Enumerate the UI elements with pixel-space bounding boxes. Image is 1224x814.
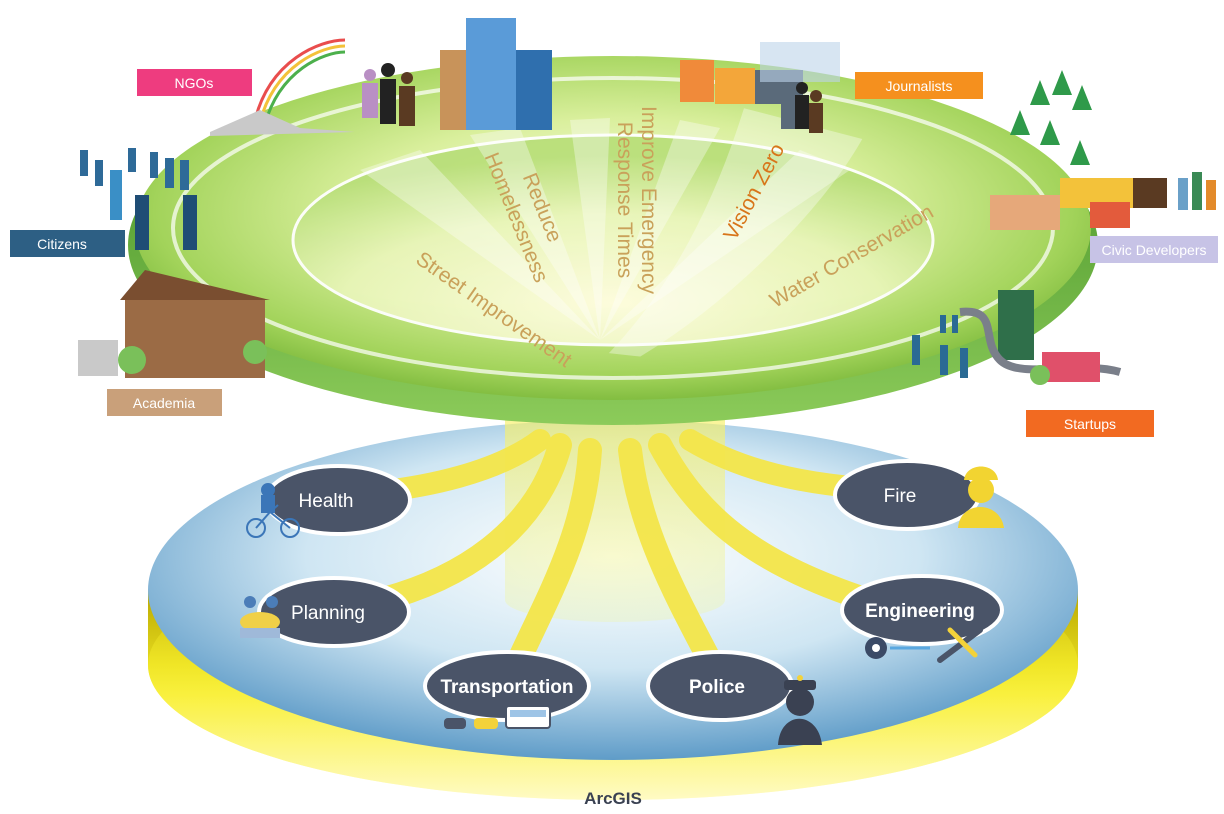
goal-improve-emergency-line1: Improve Emergency — [637, 106, 660, 294]
citizens-people-icon — [80, 148, 197, 250]
light-rays — [360, 118, 850, 340]
people-group-icon — [362, 63, 415, 126]
department-planning-label: Planning — [291, 603, 365, 624]
department-health: Health — [264, 464, 412, 536]
stakeholder-civic-developers: Civic Developers — [1090, 236, 1218, 263]
department-fire-label: Fire — [884, 486, 917, 507]
stakeholder-academia-label: Academia — [133, 395, 195, 411]
platform-label: ArcGIS — [584, 789, 642, 808]
stakeholder-civic-developers-label: Civic Developers — [1101, 242, 1206, 258]
department-fire: Fire — [833, 459, 981, 531]
goals-bowl — [291, 133, 935, 347]
planners-icon — [240, 596, 280, 638]
startup-campus-icon — [959, 290, 1122, 385]
department-engineering-label: Engineering — [865, 601, 975, 622]
department-health-label: Health — [299, 491, 354, 512]
stakeholder-ngos-label: NGOs — [175, 75, 214, 91]
rainbow-icon — [253, 38, 346, 125]
stakeholder-citizens-label: Citizens — [37, 236, 87, 252]
stakeholder-startups-label: Startups — [1064, 416, 1116, 432]
stakeholder-journalists-label: Journalists — [886, 78, 953, 94]
developers-people-icon — [1178, 172, 1216, 210]
university-building-icon — [78, 270, 270, 378]
civic-houses-icon — [990, 178, 1167, 230]
vision-zero-highlight — [608, 108, 863, 357]
department-police-label: Police — [689, 677, 745, 698]
stakeholder-ngos: NGOs — [137, 69, 252, 96]
department-planning: Planning — [257, 576, 411, 648]
trees-icon — [1010, 70, 1092, 165]
houses-icon — [680, 42, 840, 104]
stakeholder-startups: Startups — [1026, 410, 1154, 437]
firefighter-icon — [958, 466, 1004, 528]
goal-improve-emergency-line2: Response Times — [613, 122, 636, 278]
stakeholder-journalists: Journalists — [855, 72, 983, 99]
police-officer-icon — [778, 675, 822, 745]
vehicles-icon — [444, 705, 551, 729]
bicycle-icon — [246, 483, 300, 538]
journalists-people-icon — [781, 82, 823, 133]
department-transportation-label: Transportation — [440, 677, 573, 698]
office-buildings-icon — [440, 18, 552, 130]
stakeholder-citizens: Citizens — [10, 230, 125, 257]
department-police: Police — [646, 650, 794, 722]
department-engineering: Engineering — [840, 574, 1004, 646]
engineering-tools-icon — [865, 627, 983, 663]
stakeholder-academia: Academia — [107, 389, 222, 416]
startup-people-icon — [912, 315, 968, 378]
city-skyline-icon — [210, 110, 355, 136]
department-transportation: Transportation — [423, 650, 591, 722]
